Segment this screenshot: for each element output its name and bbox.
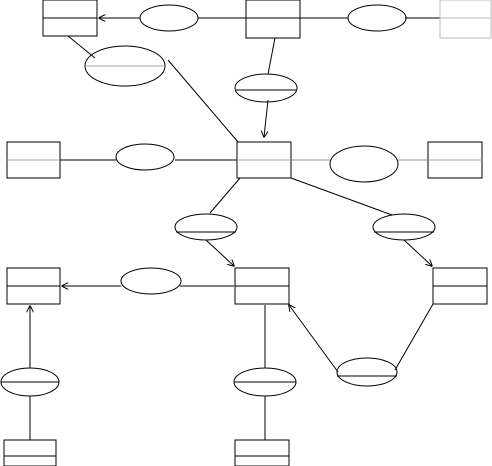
relation-ellipse-lower-a xyxy=(120,267,182,295)
entity-box-bottom-left xyxy=(3,439,57,466)
relation-ellipse-left-vertical xyxy=(0,367,60,397)
relation-ellipse-top-a xyxy=(139,4,199,32)
edge-lowright-loop xyxy=(394,303,434,371)
relation-ellipse-upper-left-big xyxy=(84,45,166,87)
edge-midell-center xyxy=(264,99,269,137)
relation-ellipse-middle-a xyxy=(115,143,175,171)
edge-topleft-bigell xyxy=(67,35,96,59)
entity-box-bottom-center xyxy=(234,439,290,466)
entity-box-middle-right xyxy=(427,141,483,179)
relation-ellipse-loop xyxy=(336,357,398,387)
relation-ellipse-diag-left xyxy=(174,213,238,241)
entity-box-lower-right xyxy=(432,267,488,305)
entity-box-top-middle xyxy=(245,0,301,39)
edge-topmid-midell xyxy=(267,37,276,75)
edge-bigell-center xyxy=(167,59,239,143)
entity-box-lower-center xyxy=(234,267,290,305)
relation-ellipse-top-b xyxy=(347,4,407,32)
relation-ellipse-diag-right xyxy=(372,213,436,241)
entity-box-center xyxy=(236,141,292,179)
relation-ellipse-upper-middle xyxy=(234,73,298,103)
entity-box-middle-left xyxy=(6,141,61,179)
relation-ellipse-center-vertical xyxy=(233,367,297,397)
entity-box-top-left xyxy=(42,0,98,37)
edge-diagl-lowcenter xyxy=(205,239,234,266)
entity-box-top-right xyxy=(439,0,492,39)
edge-diagr-lowright xyxy=(403,239,432,266)
entity-box-lower-left xyxy=(6,267,61,305)
edge-center-diagr xyxy=(290,177,393,216)
edge-loop-lowcenter xyxy=(289,305,339,373)
relation-ellipse-middle-b xyxy=(329,145,399,183)
edge-center-diagl xyxy=(209,177,241,214)
